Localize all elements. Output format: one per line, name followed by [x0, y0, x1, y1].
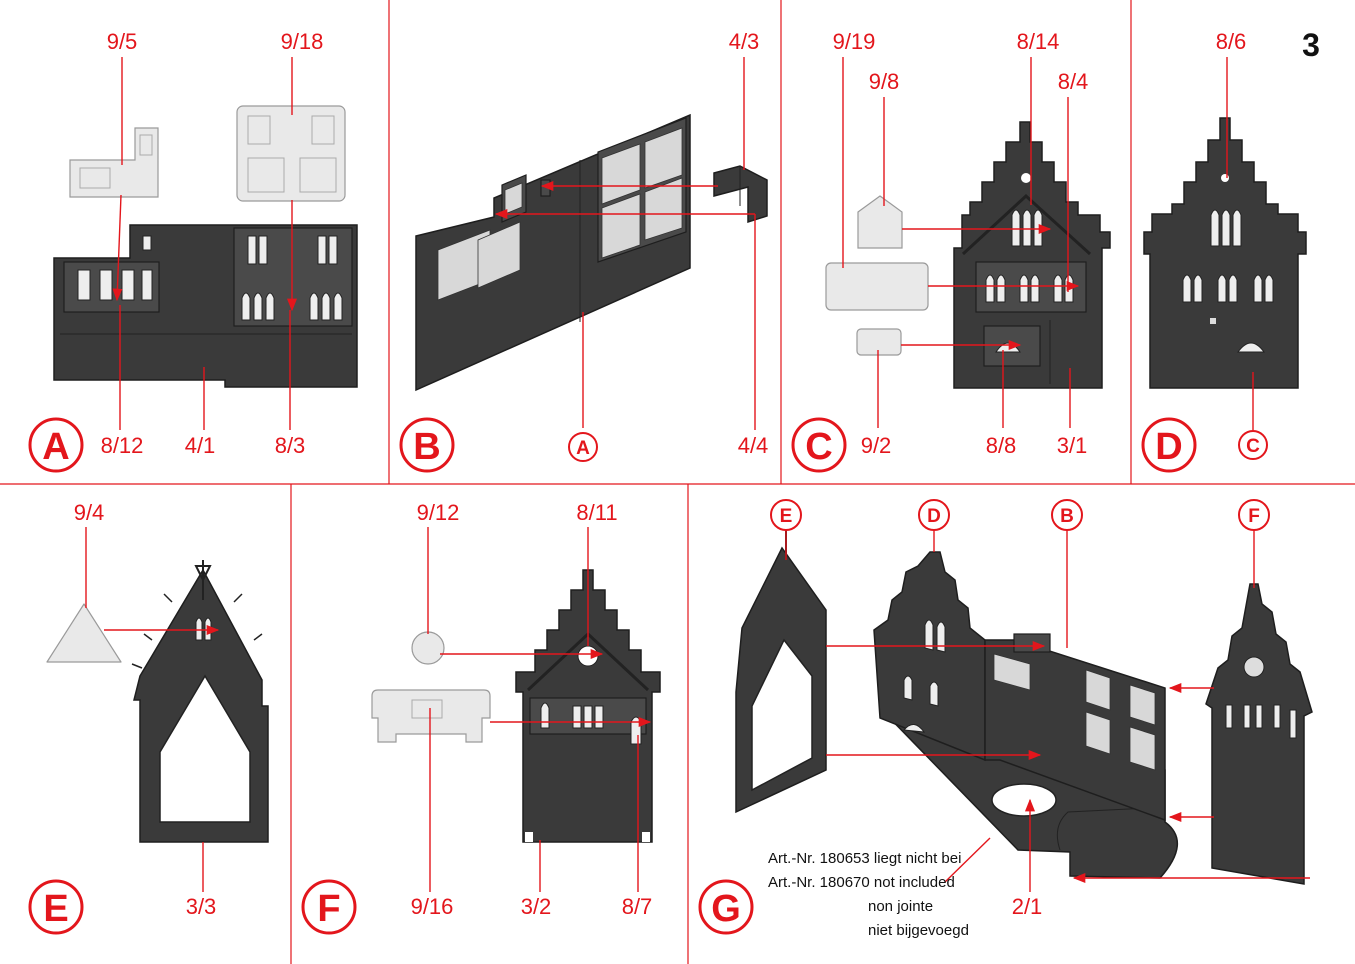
part-9-19-window-sheet	[826, 263, 928, 310]
part-3-3-gable-frame	[132, 560, 268, 842]
part-4-1-wall	[54, 225, 357, 387]
note-line-1: Art.-Nr. 180653 liegt nicht bei	[768, 850, 961, 867]
label-9-5: 9/5	[107, 29, 138, 54]
part-assembly-a-wall	[416, 115, 690, 390]
note-line-3: non jointe	[868, 898, 933, 915]
panel-e: 9/4 3/3 E	[30, 500, 268, 933]
part-9-16-window-sheet	[372, 690, 490, 742]
note-line-2: Art.-Nr. 180670 not included	[768, 874, 955, 891]
ref-d-badge: D	[927, 506, 941, 527]
ref-b-badge: B	[1060, 506, 1074, 527]
panel-c: 9/19 9/8 8/14 8/4 9/2 8/8 3/1 C	[793, 29, 1110, 471]
label-9-16: 9/16	[411, 894, 454, 919]
label-9-19: 9/19	[833, 29, 876, 54]
ref-c-badge: C	[1246, 436, 1260, 457]
label-8-7: 8/7	[622, 894, 653, 919]
part-assembly-e-frame	[736, 530, 826, 812]
step-c-badge: C	[805, 426, 832, 468]
page-number: 3	[1302, 27, 1320, 63]
step-e-badge: E	[43, 888, 68, 930]
part-9-5-window-sheet	[70, 128, 158, 197]
part-3-1-gable-wall	[954, 122, 1110, 388]
ref-f-badge: F	[1248, 506, 1260, 527]
panel-d: 8/6 C D	[1143, 29, 1306, 471]
label-4-3: 4/3	[729, 29, 760, 54]
step-f-badge: F	[317, 888, 340, 930]
label-9-2: 9/2	[861, 433, 892, 458]
label-8-8: 8/8	[986, 433, 1017, 458]
label-2-1: 2/1	[1012, 894, 1043, 919]
panel-g: E D B F 2/1 Art.-Nr. 180653 liegt nicht …	[700, 500, 1312, 939]
label-3-2: 3/2	[521, 894, 552, 919]
label-9-8: 9/8	[869, 69, 900, 94]
step-d-badge: D	[1155, 426, 1182, 468]
label-4-1: 4/1	[185, 433, 216, 458]
part-9-8-window-sheet	[858, 196, 902, 248]
step-b-badge: B	[413, 426, 440, 468]
label-8-12: 8/12	[101, 433, 144, 458]
part-9-12-clock-sheet	[412, 632, 444, 664]
label-4-4: 4/4	[738, 433, 769, 458]
step-a-badge: A	[42, 426, 69, 468]
part-assembly-f-gable	[1206, 584, 1312, 884]
label-9-18: 9/18	[281, 29, 324, 54]
label-3-1: 3/1	[1057, 433, 1088, 458]
panel-b: 4/3 4/4 A B	[401, 29, 768, 471]
part-9-18-window-sheet	[237, 106, 345, 201]
part-9-2-window-sheet	[857, 329, 901, 355]
label-8-3: 8/3	[275, 433, 306, 458]
part-assembly-c-gable	[1144, 118, 1306, 388]
label-8-14: 8/14	[1017, 29, 1060, 54]
part-9-4-window-sheet	[47, 604, 121, 662]
label-9-12: 9/12	[417, 500, 460, 525]
label-3-3: 3/3	[186, 894, 217, 919]
label-8-6: 8/6	[1216, 29, 1247, 54]
step-g-badge: G	[711, 888, 741, 930]
part-assembly-d-gable	[874, 552, 985, 760]
ref-e-badge: E	[780, 506, 793, 527]
label-8-4: 8/4	[1058, 69, 1089, 94]
panel-a: 9/5 9/18 8/12 4/1 8/3 A	[30, 29, 357, 471]
label-9-4: 9/4	[74, 500, 105, 525]
note-line-4: niet bijgevoegd	[868, 922, 969, 939]
label-8-11: 8/11	[576, 500, 617, 525]
ref-a-badge: A	[576, 438, 590, 459]
panel-f: 9/12 8/11 9/16 3/2 8/7 F	[303, 500, 660, 933]
